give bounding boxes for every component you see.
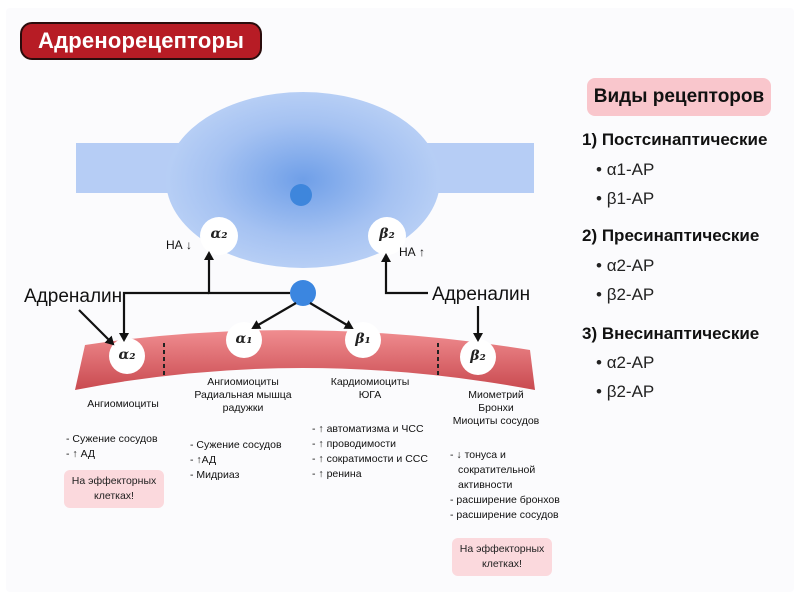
cell-type-1: Ангиомиоциты <box>87 398 159 410</box>
post-alpha1-site <box>226 322 262 358</box>
post-beta2-site <box>460 339 496 375</box>
effector-note-1: На эффекторных клетках! <box>64 470 164 508</box>
receptor-types-title: Виды рецепторов <box>587 78 771 116</box>
effects-alpha1: - Сужение сосудов - ↑АД - Мидриаз <box>190 439 282 481</box>
vesicle <box>290 280 316 306</box>
arrow-vesicle-to-alpha2 <box>119 291 209 342</box>
cell-type-4: Миометрий Бронхи Миоциты сосудов <box>452 389 540 427</box>
category-postsynaptic: 1) Постсинаптические <box>582 130 768 149</box>
category-presynaptic: 2) Пресинаптические <box>582 226 760 245</box>
category-extrasynaptic: 3) Внесинаптические <box>582 324 760 343</box>
pre-beta2-site <box>368 217 406 255</box>
post-alpha1-label: α₁ <box>235 331 253 347</box>
neuron-body <box>166 92 440 268</box>
post-beta2-label: β₂ <box>470 348 486 364</box>
pre-alpha2-site <box>200 217 238 255</box>
cell-type-3: Кардиомиоциты ЮГА <box>330 376 410 401</box>
postsynaptic-membrane <box>75 330 535 390</box>
na-down-label: НА ↓ <box>166 238 193 252</box>
item-extra-alpha2: • α2-АР <box>596 353 655 372</box>
effects-beta2: - ↓ тонуса и сократительной активности -… <box>450 449 560 521</box>
effects-beta1: - ↑ автоматизма и ЧСС - ↑ проводимости -… <box>312 423 428 480</box>
na-up-label: НА ↑ <box>399 245 426 259</box>
adrenaline-label-right: Адреналин <box>432 284 531 305</box>
item-extra-beta2: • β2-АР <box>596 382 655 401</box>
pre-beta2-label: β₂ <box>379 226 395 242</box>
arrow-vesicle-to-alpha1 <box>251 302 297 330</box>
item-alpha1: • α1-АР <box>596 160 655 179</box>
arrow-adrenaline-to-pre-beta2 <box>381 253 428 295</box>
post-beta1-label: β₁ <box>355 331 371 347</box>
arrow-adrenaline-to-alpha2 <box>78 309 115 346</box>
arrow-vesicle-to-beta1 <box>309 302 354 330</box>
item-pre-alpha2: • α2-АР <box>596 256 655 275</box>
adrenaline-label-left: Адреналин <box>24 286 123 307</box>
effector-note-2: На эффекторных клетках! <box>452 538 552 576</box>
nucleus <box>290 184 312 206</box>
effects-alpha2: - Сужение сосудов - ↑ АД <box>66 433 158 460</box>
item-pre-beta2: • β2-АР <box>596 285 655 304</box>
post-alpha2-site <box>109 338 145 374</box>
pre-alpha2-label: α₂ <box>210 226 228 242</box>
post-alpha2-label: α₂ <box>118 347 136 363</box>
page-title: Адренорецепторы <box>20 22 263 60</box>
cell-type-2: Ангиомиоциты Радиальная мышца радужки <box>194 376 292 414</box>
item-beta1: • β1-АР <box>596 189 655 208</box>
post-beta1-site <box>345 322 381 358</box>
